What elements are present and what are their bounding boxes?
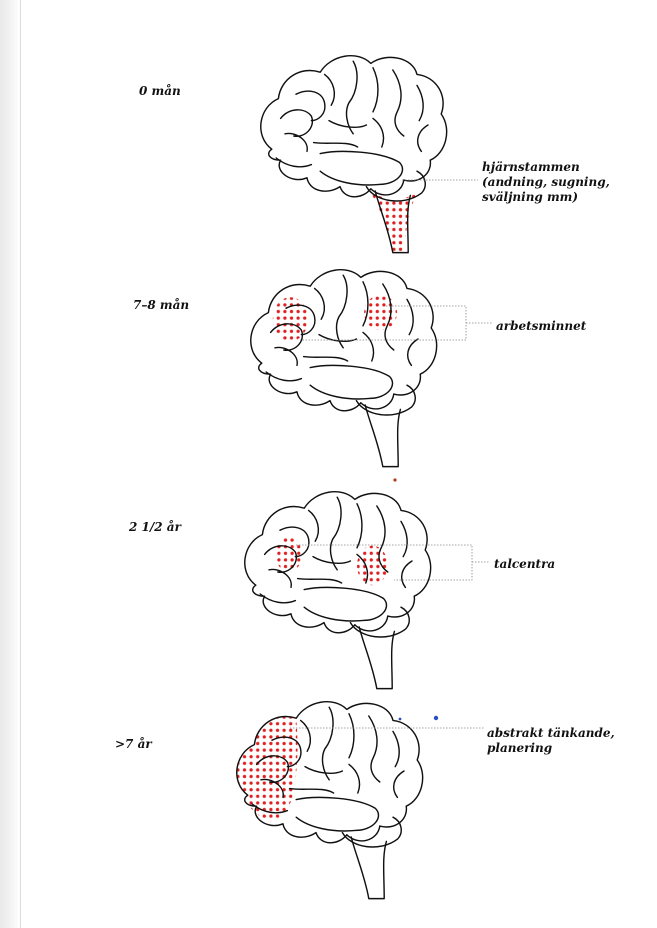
- brain-stage-1: [251, 270, 437, 467]
- broca-highlight: [276, 537, 302, 572]
- wernicke-highlight: [357, 546, 388, 586]
- brain-stage-0: [261, 56, 447, 253]
- brain-stage-3: [237, 702, 423, 899]
- brain-stage-2: [245, 492, 431, 689]
- print-speck: [399, 718, 402, 721]
- print-speck: [434, 716, 438, 720]
- parietal-highlight: [364, 295, 397, 330]
- print-speck: [393, 478, 396, 481]
